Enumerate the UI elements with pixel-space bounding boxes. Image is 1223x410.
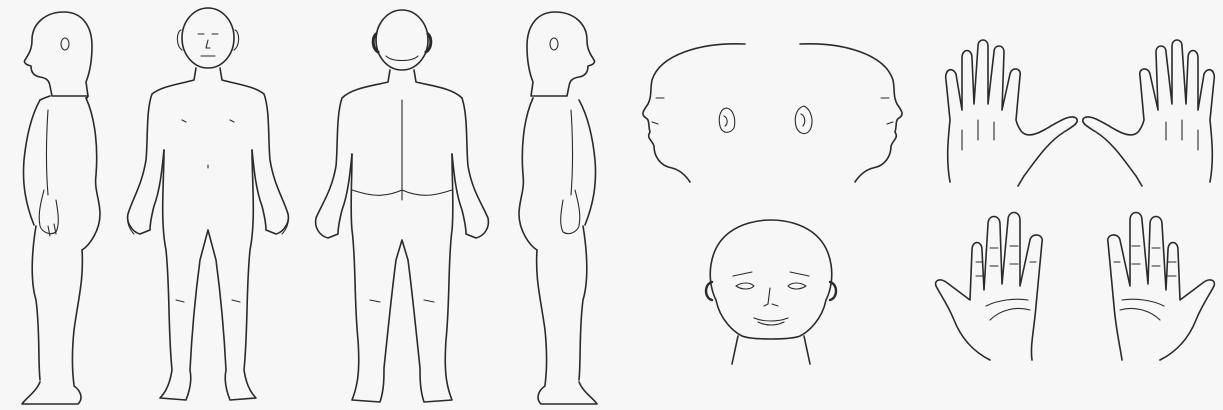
hands-dorsal-view [946, 40, 1215, 186]
head-profile-right [795, 44, 902, 182]
face-front-view [706, 220, 836, 364]
body-back-view [316, 10, 489, 402]
body-right-side-view [519, 12, 597, 404]
head-profile-left [643, 44, 745, 182]
body-front-view [127, 8, 288, 400]
body-left-side-view [22, 12, 100, 404]
hands-palmar-view [936, 213, 1215, 361]
